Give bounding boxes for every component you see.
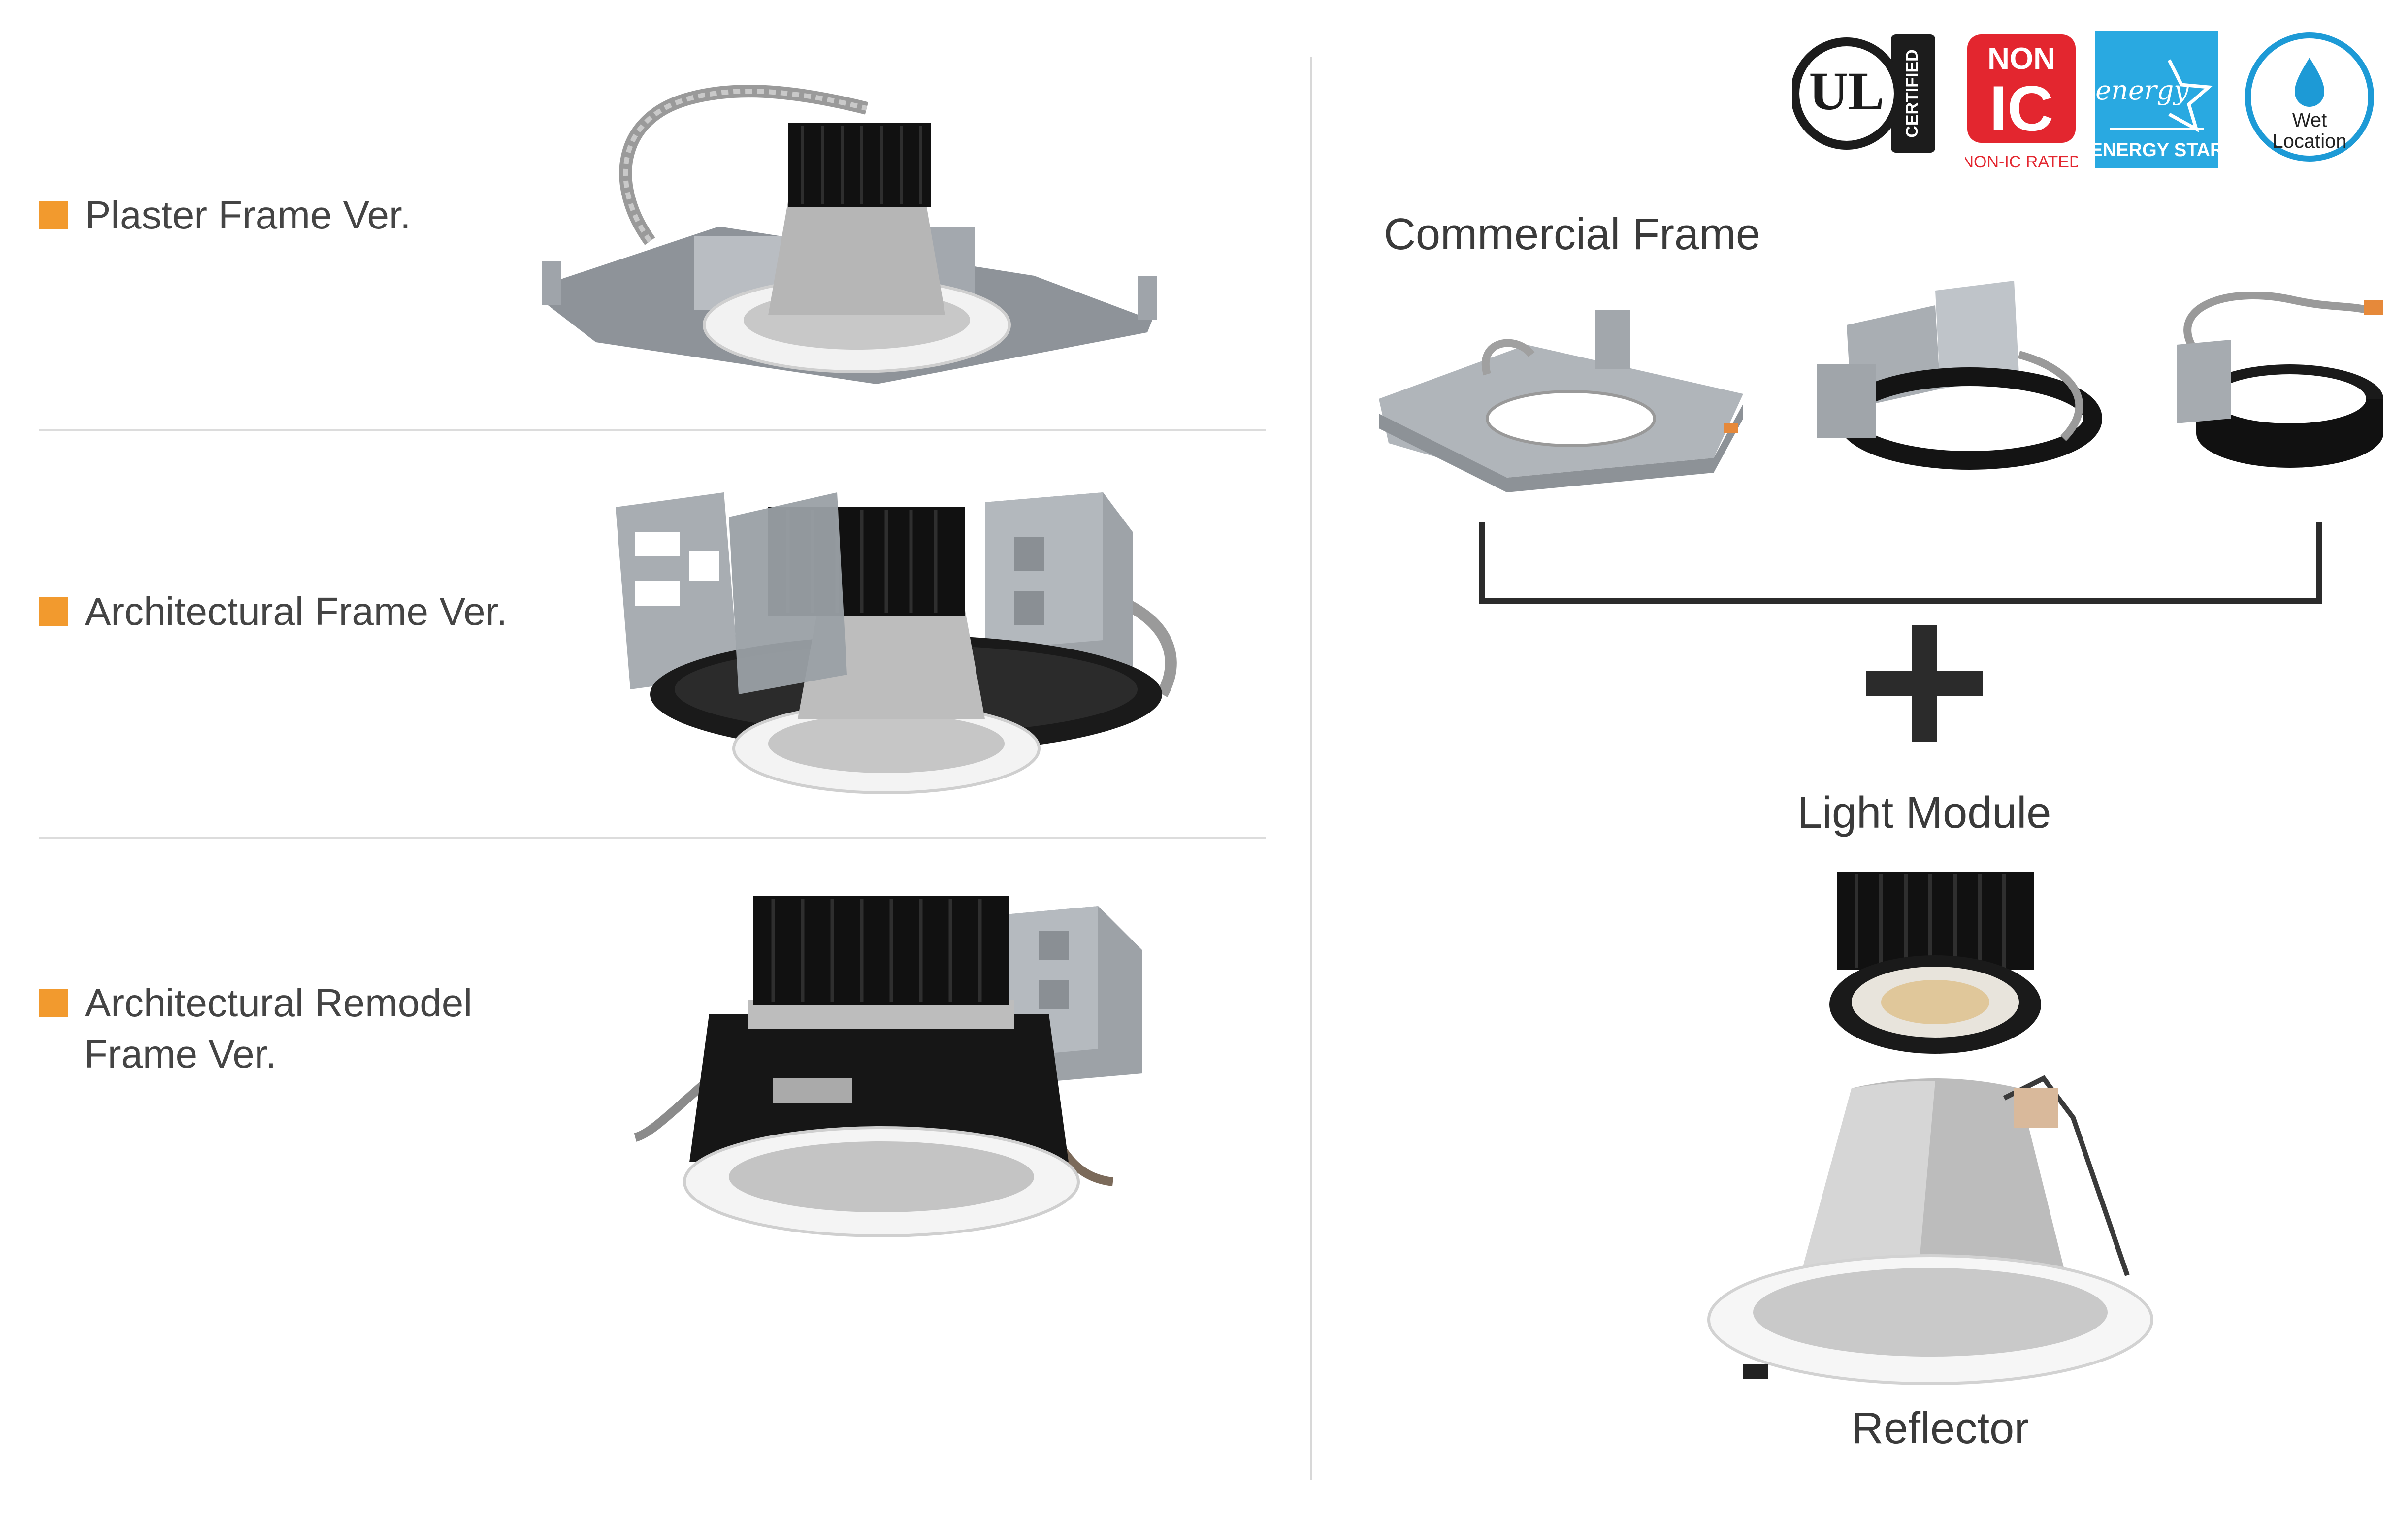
svg-text:UL: UL: [1809, 61, 1885, 121]
row-divider: [39, 837, 1266, 839]
remodel-frame-product-image: [634, 896, 1142, 1237]
variant-label-plaster: Plaster Frame Ver.: [39, 190, 411, 241]
reflector-image: [1707, 1075, 2153, 1385]
orange-bullet: [39, 201, 68, 229]
orange-bullet: [39, 989, 68, 1017]
commercial-frame-architectural-image: [1817, 281, 2102, 470]
non-ic-rated-badge: NON IC NON-IC RATED: [1965, 34, 2078, 171]
light-module-image: [1829, 872, 2041, 1054]
variant-label-architectural: Architectural Frame Ver.: [39, 586, 507, 637]
svg-text:ENERGY STAR: ENERGY STAR: [2095, 140, 2218, 161]
light-module-heading: Light Module: [1797, 788, 2051, 838]
grouping-bracket: [1479, 522, 2322, 604]
svg-text:energy: energy: [2095, 75, 2189, 106]
variant-label-remodel: Architectural Remodel Frame Ver.: [39, 977, 472, 1080]
svg-text:NON-IC RATED: NON-IC RATED: [1965, 153, 2078, 171]
svg-text:Location: Location: [2272, 130, 2346, 152]
svg-text:Wet: Wet: [2292, 109, 2327, 131]
column-divider: [1310, 57, 1312, 1480]
architectural-frame-product-image: [616, 492, 1177, 794]
plaster-frame-product-image: [542, 85, 1157, 384]
svg-text:NON: NON: [1987, 42, 2055, 76]
ul-certified-badge: CERTIFIED UL: [1792, 34, 1935, 153]
energy-star-badge: energy ENERGY STAR: [2095, 31, 2218, 168]
row-divider: [39, 429, 1266, 431]
svg-text:IC: IC: [1989, 72, 2053, 144]
commercial-frame-heading: Commercial Frame: [1384, 210, 1761, 259]
reflector-heading: Reflector: [1852, 1404, 2029, 1453]
orange-bullet: [39, 597, 68, 626]
commercial-frame-plaster-image: [1379, 310, 1743, 492]
commercial-frame-remodel-image: [2177, 292, 2383, 468]
wet-location-badge: Wet Location: [2245, 32, 2374, 162]
svg-text:CERTIFIED: CERTIFIED: [1903, 49, 1921, 137]
plus-sign: +: [1866, 625, 1983, 742]
water-drop-icon: [2295, 58, 2324, 107]
